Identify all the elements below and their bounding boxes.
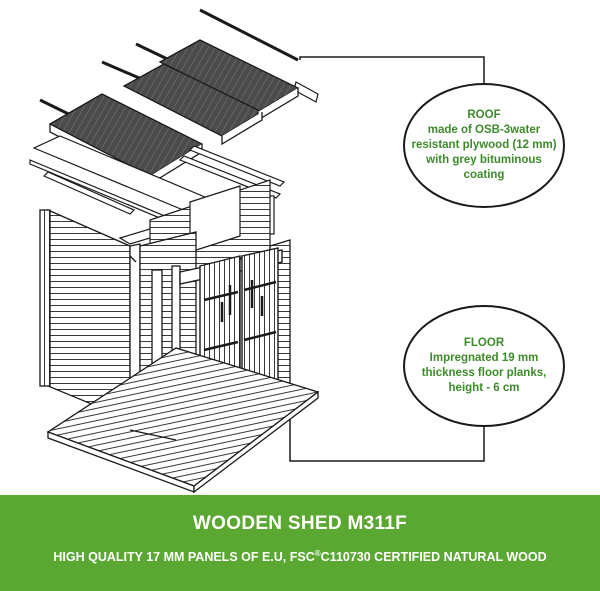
roof-leader-line (299, 56, 485, 83)
registered-mark: ® (314, 549, 321, 558)
double-door (179, 247, 283, 421)
subtitle-part-2: C110730 CERTIFIED NATURAL WOOD (320, 550, 547, 565)
roof-callout-line: with grey bituminous (426, 154, 542, 166)
roof-callout-heading: ROOF (467, 109, 501, 121)
shed-exploded-diagram (29, 8, 485, 494)
roof-panels (48, 39, 300, 186)
product-title: WOODEN SHED M311F (192, 513, 408, 534)
floor-leader-line (289, 395, 485, 462)
product-banner: WOODEN SHED M311F HIGH QUALITY 17 MM PAN… (0, 495, 600, 591)
roof-callout-line: coating (463, 169, 505, 181)
subtitle-part-1: HIGH QUALITY 17 MM PANELS OF E.U, FSC (53, 550, 315, 565)
floor-planks (46, 347, 320, 494)
floor-callout-heading: FLOOR (463, 337, 505, 349)
floor-callout-line: thickness floor planks, (421, 367, 547, 379)
floor-callout-line: height - 6 cm (448, 382, 520, 394)
roof-callout-line: resistant plywood (12 mm) (411, 139, 557, 151)
floor-callout-line: Impregnated 19 mm (429, 352, 539, 364)
floor-callout: FLOOR Impregnated 19 mm thickness floor … (403, 305, 565, 427)
product-subtitle: HIGH QUALITY 17 MM PANELS OF E.U, FSC®C1… (0, 549, 600, 564)
roof-callout: ROOF made of OSB-3water resistant plywoo… (403, 83, 565, 208)
roof-callout-line: made of OSB-3water (427, 124, 541, 136)
